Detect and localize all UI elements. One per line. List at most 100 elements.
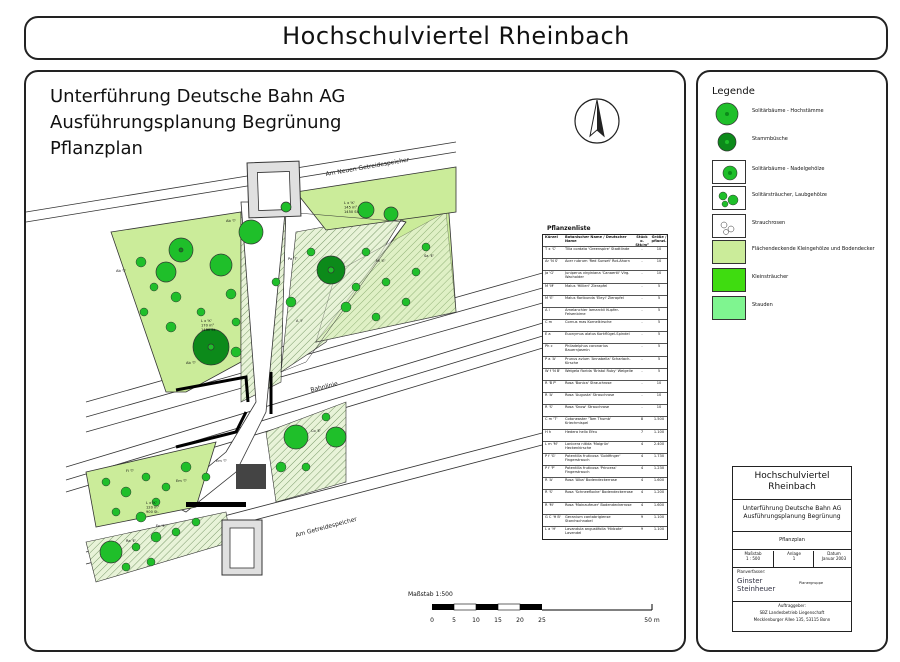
tree-tag: Fn 'E' [156,524,166,528]
plant-list-cell: 1.730 [653,453,665,458]
plant-list-cell: Tilia cordata 'Greenspire' Stadtlinde [565,247,630,251]
plant-list-cell: - [641,283,643,288]
col-header: Botanischer Name / Deutscher Name [565,235,627,243]
plant-list-cell: Hedera helix Efeu [565,429,598,434]
titleblock-subject-1: Unterführung Deutsche Bahn AG [742,505,842,512]
plant-list-cell: 1.100 [653,526,665,531]
plant-list-cell: C m 'T' [545,417,558,422]
plant-list-cell: 7 [640,429,644,434]
titleblock-cell-value: 1 [792,556,796,561]
plant-list-cell: 4 [640,478,644,483]
plant-list-cell: R 'S' [545,405,553,410]
plant-list-row: T x 'C'Tilia cordata 'Greenspire' Stadtl… [543,246,667,259]
plant-list-cell: R 'M' [545,502,554,507]
plant-list-cell: 2.400 [653,441,665,446]
plant-list-cell: 5 [657,320,661,324]
tree-tag: Sa 'E' [424,254,434,258]
plant-list-row: G C 'H B'Geranium cantabrigiense Storchs… [543,513,667,527]
medium-tree-icon [712,130,746,154]
plant-list-cell: Euonymus alatus Korkflügel-Spindel [565,332,630,337]
scale-tick-label: 25 [538,617,546,624]
plant-list-cell: Lonicera nitida 'Maigrün' Heckenkirsche [565,441,610,450]
titleblock-client-label: Auftraggeber: [778,603,806,608]
tree-tag: Ra 'E' [126,539,136,543]
tree-tag: Mi 'E' [376,259,386,263]
plant-list-cell: 5 [657,307,661,312]
plant-list-row: P a 'A'Prunus avium 'Annabella' Scharlac… [543,355,667,369]
plant-list-cell: 4 [640,490,644,495]
plant-list-cell: R 'A' [545,393,554,397]
legend-label: Solitärbäume - Hochstämme [752,108,824,114]
scale-tick-label: 0 [430,617,434,624]
titleblock-project: Hochschulviertel Rheinbach [754,471,830,492]
plant-list-cell: Malus 'Hillieri' Zierapfel [565,283,608,288]
plant-list-cell: Potentilla fruticosa 'Princess' Fingerst… [565,466,617,474]
tree-tag: Pa 'T' [288,257,298,261]
plant-list-cell: - [641,344,643,349]
plant-list-cell: 5 [657,344,661,349]
title-block: Hochschulviertel Rheinbach Unterführung … [732,466,852,632]
plant-list-cell: 8 [640,417,644,422]
plant-list-cell: - [641,259,643,264]
legend-label: Solitärsträucher, Laubgehölze [752,192,827,198]
plant-list-cell: P f 'G' [545,453,556,458]
north-arrow-icon [574,98,620,144]
col-header: Stück o. Stk/m² [635,235,649,247]
plant-list-row: Ar 'N S'Acer rubrum 'Red Sunset' Rot-Aho… [543,258,667,271]
plant-list-cell: 5 [657,368,661,373]
plant-list-cell: 9 [640,514,644,519]
site-plan: Am Neuen Getreidespeicher Bahnlinie Am G… [26,141,546,583]
plant-list-cell: 4 [640,441,644,446]
plant-list-cell: 1.100 [653,429,665,434]
plant-list-cell: Weigela florida 'Bristol Ruby' Weigelie [565,368,633,373]
plant-list-cell: 1.600 [653,502,665,507]
col-header: Kürzel [545,235,558,239]
plan-heading-2: Ausführungsplanung Begrünung [50,112,342,133]
plant-list-cell: - [641,405,643,410]
plant-list-table: Pflanzenliste Kürzel Botanischer Name / … [542,225,668,540]
plant-list-cell: - [641,295,643,300]
plant-list-row: M 'E'Malus floribunda 'Eleyi' Zierapfel-… [543,294,667,308]
titleblock-planner-sub: Planergruppe [799,581,824,585]
legend-item: Solitärbäume - Hochstämme [712,102,882,130]
plant-list-cell: - [641,393,643,397]
plant-list-cell: 1.200 [653,490,665,495]
scale-tick-label: 15 [494,617,502,624]
titleblock-cell-value: 1 : 500 [745,556,761,561]
plant-list-header: Kürzel Botanischer Name / Deutscher Name… [543,235,667,247]
legend-label: Solitärbäume - Nadelgehölze [752,166,825,172]
plant-list-row: P f 'P'Potentilla fruticosa 'Princess' F… [543,465,667,478]
plan-heading-3: Pflanzplan [50,138,143,159]
plan-heading-1: Unterführung Deutsche Bahn AG [50,86,346,107]
plant-list-cell: Rosa 'Mainaufeuer' Bodendeckerrose [565,502,632,507]
plant-list-cell: - [641,307,643,312]
plant-list-cell: 4 [640,453,644,458]
green-fill-icon [712,268,746,292]
titleblock-client-line-2: Mecklenburger Allee 135, 53115 Bonn [753,617,831,622]
tree-tag: Fi 'T' [126,469,134,473]
legend-title: Legende [712,86,755,97]
plant-list-cell: C m [545,320,553,324]
plant-list-row: W f 'N B'Weigela florida 'Bristol Ruby' … [543,367,667,381]
plant-list-row: P f 'G'Potentilla fruticosa 'Goldfinger'… [543,452,667,466]
plant-list-cell: - [641,320,643,324]
titleblock-client-line-1: SBZ Landesbetrieb Liegenschaft [759,610,825,615]
plant-list-cell: Ja 'G' [545,271,555,276]
plant-list-cell: - [641,368,643,373]
col-header: Größe / pflanzl. [651,235,667,243]
plant-list-cell: Ar 'N S' [545,259,559,264]
plant-list-cell: A l [545,307,550,312]
mint-fill-icon [712,296,746,320]
tree-tag: Em 'T' [176,479,187,483]
scale-tick-label: 10 [472,617,480,624]
titleblock-sheet: Pflanzplan [779,537,805,543]
